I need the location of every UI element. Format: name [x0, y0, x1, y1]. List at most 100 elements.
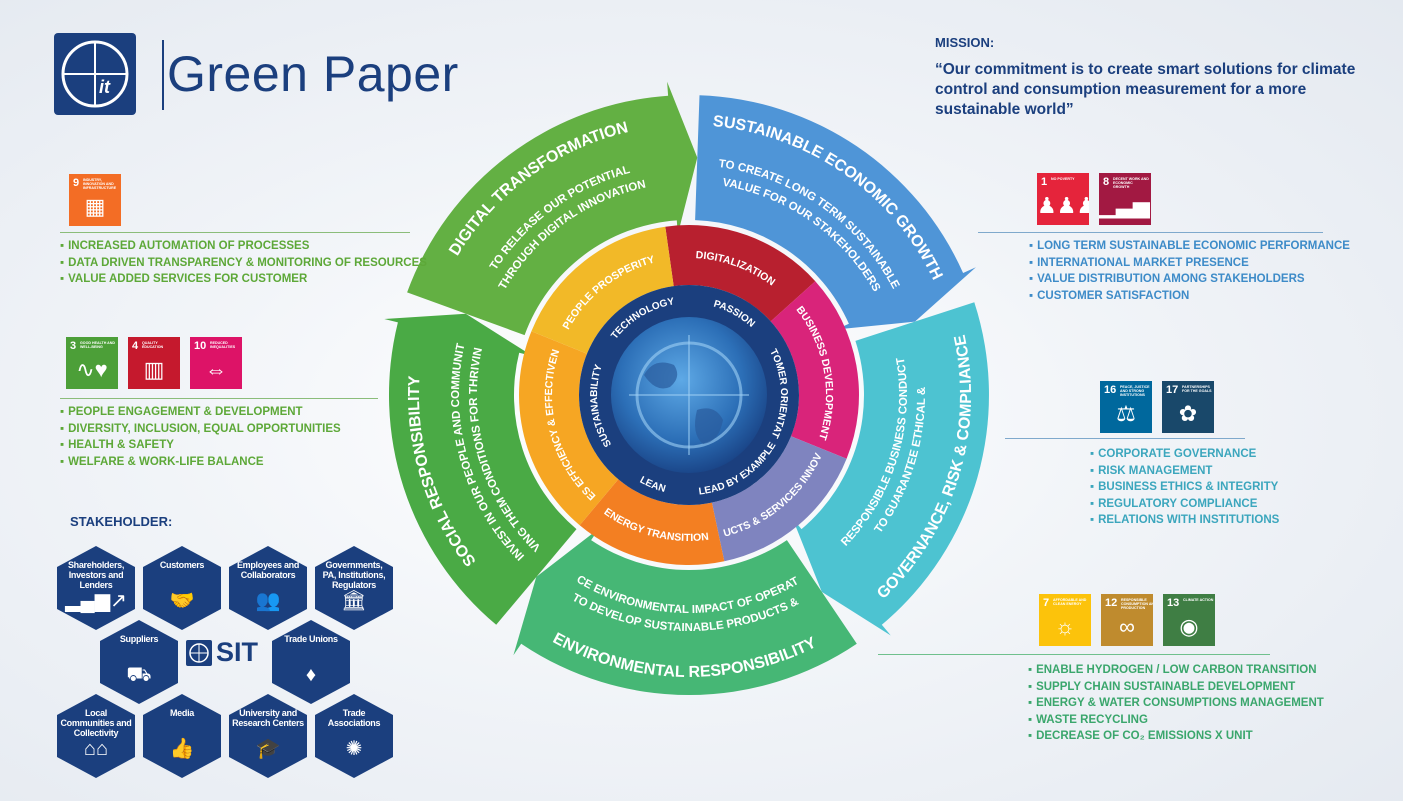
sdg-number: 3: [70, 340, 77, 352]
sun-icon: ☼: [1054, 614, 1076, 639]
book-icon: ▥: [143, 357, 165, 382]
handshake-icon: 🤝: [169, 590, 195, 612]
page-title: Green Paper: [167, 46, 459, 102]
divider-governance: [1005, 438, 1245, 439]
inner-ring-segment: [531, 226, 674, 354]
sdg-number: 17: [1166, 384, 1179, 396]
priority-item: HEALTH & SAFETY: [60, 437, 341, 454]
dove-icon: ⚖: [1116, 401, 1136, 426]
divider-digital: [60, 232, 410, 233]
growth-chart-icon: ▁▃▅↗: [1099, 193, 1151, 218]
outer-segment-1: [407, 81, 698, 336]
stakeholder-label: Governments, PA, Institutions, Regulator…: [322, 560, 386, 590]
priority-item: INCREASED AUTOMATION OF PROCESSES: [60, 238, 427, 255]
stakeholder-hex: Local Communities and Collectivity⌂⌂: [57, 694, 135, 778]
social-priorities-list: PEOPLE ENGAGEMENT & DEVELOPMENTDIVERSITY…: [60, 404, 341, 470]
priority-item: ENERGY & WATER CONSUMPTIONS MANAGEMENT: [1028, 695, 1324, 712]
stakeholder-hex: Governments, PA, Institutions, Regulator…: [315, 546, 393, 630]
environmental-priorities-list: ENABLE HYDROGEN / LOW CARBON TRANSITIONS…: [1028, 662, 1324, 745]
inner-ring-segment: [711, 436, 847, 562]
stakeholder-hex: Trade Unions ♦: [272, 620, 350, 704]
infinity-icon: ∞: [1119, 614, 1135, 639]
sit-mini-logo: [186, 639, 212, 666]
mission-heading: MISSION:: [935, 35, 995, 50]
stakeholder-hex: Customers🤝: [143, 546, 221, 630]
priority-item: LONG TERM SUSTAINABLE ECONOMIC PERFORMAN…: [1029, 238, 1350, 255]
inner-ring-segment: [519, 331, 619, 526]
sdg-name: PARTNERSHIPS FOR THE GOALS: [1182, 385, 1212, 393]
priority-item: BUSINESS ETHICS & INTEGRITY: [1090, 479, 1279, 496]
sdg-name: DECENT WORK AND ECONOMIC GROWTH: [1113, 177, 1149, 189]
outer-segment-5: [384, 313, 577, 625]
outer-segment-3: [792, 302, 989, 636]
stakeholder-label: Trade Unions: [284, 634, 338, 644]
header-separator: [162, 40, 164, 110]
digital-priorities-list: INCREASED AUTOMATION OF PROCESSESDATA DR…: [60, 238, 427, 288]
stakeholder-label: Employees and Collaborators: [236, 560, 300, 580]
stakeholder-label: Local Communities and Collectivity: [60, 708, 132, 738]
sdg-number: 9: [73, 177, 80, 189]
priority-item: INTERNATIONAL MARKET PRESENCE: [1029, 255, 1350, 272]
outer-segment-4: [513, 528, 857, 696]
stakeholder-hex: University and Research Centers 🎓: [229, 694, 307, 778]
tie-icon: ♦: [305, 664, 317, 686]
priority-item: SUPPLY CHAIN SUSTAINABLE DEVELOPMENT: [1028, 679, 1324, 696]
thumbs-up-icon: 👍: [169, 738, 195, 760]
priority-item: DATA DRIVEN TRANSPARENCY & MONITORING OF…: [60, 255, 427, 272]
sdg-number: 12: [1105, 597, 1118, 609]
sit-logo: it: [54, 33, 136, 115]
graduation-cap-icon: 🎓: [255, 738, 281, 760]
stakeholder-label: Trade Associations: [327, 708, 381, 728]
chart-icon: ▂▄▆↗: [65, 590, 127, 612]
sdg-name: GOOD HEALTH AND WELL-BEING: [80, 341, 115, 349]
priority-item: RISK MANAGEMENT: [1090, 463, 1279, 480]
stakeholder-label: University and Research Centers: [232, 708, 304, 728]
priority-item: CUSTOMER SATISFACTION: [1029, 288, 1350, 305]
sdg-number: 16: [1104, 384, 1117, 396]
sdg-1-tile: 1NO POVERTY ♟♟♟♟: [1037, 173, 1089, 225]
sdg-number: 1: [1041, 176, 1048, 188]
divider-economic: [978, 232, 1323, 233]
inner-ring-segment: [770, 281, 859, 459]
inner-ring-segment: [665, 225, 816, 322]
priority-item: WASTE RECYCLING: [1028, 712, 1324, 729]
sdg-name: AFFORDABLE AND CLEAN ENERGY: [1053, 598, 1087, 606]
priority-item: VALUE ADDED SERVICES FOR CUSTOMER: [60, 271, 427, 288]
sdg-name: QUALITY EDUCATION: [142, 341, 164, 349]
family-icon: ♟♟♟♟: [1037, 193, 1089, 218]
stakeholder-hex: Media👍: [143, 694, 221, 778]
sdg-number: 13: [1167, 597, 1180, 609]
divider-environmental: [878, 654, 1270, 655]
heartbeat-icon: ∿♥: [76, 357, 108, 382]
priority-item: DECREASE OF CO₂ EMISSIONS X UNIT: [1028, 728, 1324, 745]
inner-ring-segment: [579, 479, 725, 566]
mission-text: “Our commitment is to create smart solut…: [935, 61, 1356, 118]
sdg-name: REDUCED INEQUALITIES: [210, 341, 236, 349]
sdg-name: NO POVERTY: [1051, 177, 1075, 181]
stakeholder-center-logo: SIT: [186, 637, 258, 668]
flower-icon: ✿: [1178, 401, 1198, 426]
stakeholder-hex: Employees and Collaborators 👥: [229, 546, 307, 630]
priority-item: DIVERSITY, INCLUSION, EQUAL OPPORTUNITIE…: [60, 421, 341, 438]
stakeholder-hex: Trade Associations✺: [315, 694, 393, 778]
sdg-name: RESPONSIBLE CONSUMPTION AND PRODUCTION: [1121, 598, 1153, 610]
priority-item: PEOPLE ENGAGEMENT & DEVELOPMENT: [60, 404, 341, 421]
people-icon: 👥: [255, 590, 281, 612]
priority-item: REGULATORY COMPLIANCE: [1090, 496, 1279, 513]
sdg-number: 7: [1043, 597, 1050, 609]
trolley-icon: ⛟: [126, 664, 152, 686]
stakeholder-label: Suppliers: [119, 634, 159, 644]
priority-item: CORPORATE GOVERNANCE: [1090, 446, 1279, 463]
priority-item: VALUE DISTRIBUTION AMONG STAKEHOLDERS: [1029, 271, 1350, 288]
equality-icon: ⇔: [205, 357, 227, 382]
